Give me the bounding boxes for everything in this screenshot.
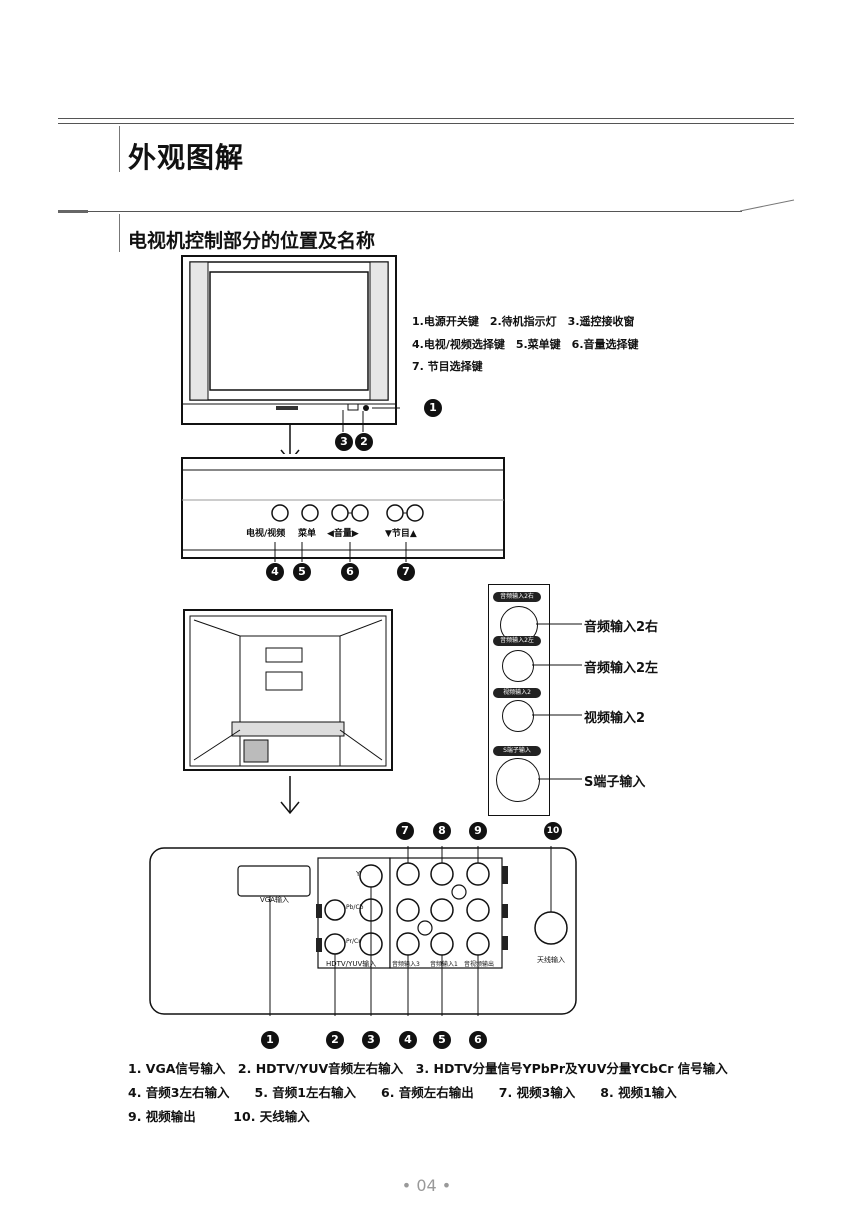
front-badge-1: 1 bbox=[424, 399, 442, 417]
caption-row-1: 1. VGA信号输入 2. HDTV/YUV音频左右输入 3. HDTV分量信号… bbox=[128, 1061, 728, 1076]
caption-row-3: 9. 视频输出 10. 天线输入 bbox=[128, 1109, 310, 1124]
side-jack-s-video[interactable] bbox=[496, 758, 540, 802]
header-rule-top bbox=[58, 118, 794, 119]
control-panel-diagram bbox=[181, 457, 505, 562]
side-label-video: 视频输入2 bbox=[584, 711, 646, 726]
panel-badge-4: 4 bbox=[266, 563, 284, 581]
caption-row-2: 4. 音频3左右输入 5. 音频1左右输入 6. 音频左右输出 7. 视频3输入… bbox=[128, 1085, 677, 1100]
front-legend-line2: 4.电视/视频选择键 5.菜单键 6.音量选择键 bbox=[412, 338, 639, 351]
header-rule-top-2 bbox=[58, 123, 794, 124]
side-tag-s-video: S端子输入 bbox=[493, 746, 541, 756]
side-label-audio-right: 音频输入2右 bbox=[584, 620, 659, 635]
side-jack-audio-left[interactable] bbox=[502, 650, 534, 682]
page-number: • 04 • bbox=[401, 1176, 452, 1195]
rear-badge-10: 10 bbox=[544, 822, 562, 840]
rear-badge-7: 7 bbox=[396, 822, 414, 840]
panel-label-program: ▼节目▲ bbox=[385, 529, 417, 539]
side-jack-video[interactable] bbox=[502, 700, 534, 732]
tv-front-diagram bbox=[181, 255, 400, 454]
rear-label-av-out: 音视频输出 bbox=[464, 961, 495, 968]
rear-badge-3: 3 bbox=[362, 1031, 380, 1049]
rear-badge-5: 5 bbox=[433, 1031, 451, 1049]
rear-label-audio3: 音频输入3 bbox=[392, 961, 420, 968]
page-title: 外观图解 bbox=[128, 141, 245, 174]
rear-badge-6: 6 bbox=[469, 1031, 487, 1049]
rear-label-audio1: 音频输入1 bbox=[430, 961, 458, 968]
side-tag-video: 视频输入2 bbox=[493, 688, 541, 698]
rear-label-y: Y bbox=[356, 870, 361, 878]
front-legend-line1: 1.电源开关键 2.待机指示灯 3.遥控接收窗 bbox=[412, 315, 635, 328]
front-badge-3: 3 bbox=[335, 433, 353, 451]
tv-rear-diagram bbox=[183, 609, 393, 815]
panel-label-menu: 菜单 bbox=[298, 529, 317, 539]
section-rule bbox=[88, 211, 742, 212]
title-divider bbox=[119, 126, 120, 172]
rear-badge-9: 9 bbox=[469, 822, 487, 840]
rear-badge-8: 8 bbox=[433, 822, 451, 840]
side-input-panel bbox=[488, 584, 550, 816]
side-tag-audio-left: 音频输入2左 bbox=[493, 636, 541, 646]
rear-badge-2: 2 bbox=[326, 1031, 344, 1049]
rear-badge-1: 1 bbox=[261, 1031, 279, 1049]
rear-label-pr: Pr/Cr bbox=[346, 938, 361, 945]
side-label-audio-left: 音频输入2左 bbox=[584, 661, 659, 676]
rear-connector-panel bbox=[149, 846, 577, 1016]
side-tag-audio-right: 音频输入2右 bbox=[493, 592, 541, 602]
rear-badge-4: 4 bbox=[399, 1031, 417, 1049]
section-rule-accent bbox=[58, 210, 88, 213]
rear-label-hdtv: HDTV/YUV输入 bbox=[326, 960, 377, 968]
rear-label-antenna: 天线输入 bbox=[537, 956, 565, 964]
panel-badge-7: 7 bbox=[397, 563, 415, 581]
side-label-s-video: S端子输入 bbox=[584, 775, 646, 790]
rear-label-pb: Pb/Cb bbox=[346, 904, 364, 911]
panel-label-volume: ◀音量▶ bbox=[327, 529, 359, 539]
side-leader-lines bbox=[532, 623, 582, 780]
panel-badge-5: 5 bbox=[293, 563, 311, 581]
panel-badge-6: 6 bbox=[341, 563, 359, 581]
rear-label-vga: VGA输入 bbox=[260, 896, 290, 904]
front-legend-line3: 7. 节目选择键 bbox=[412, 360, 483, 373]
subtitle-divider bbox=[119, 214, 120, 252]
front-badge-2: 2 bbox=[355, 433, 373, 451]
section-subtitle: 电视机控制部分的位置及名称 bbox=[128, 230, 376, 252]
panel-label-tv-video: 电视/视频 bbox=[246, 529, 286, 539]
section-rule-tail bbox=[740, 199, 795, 212]
